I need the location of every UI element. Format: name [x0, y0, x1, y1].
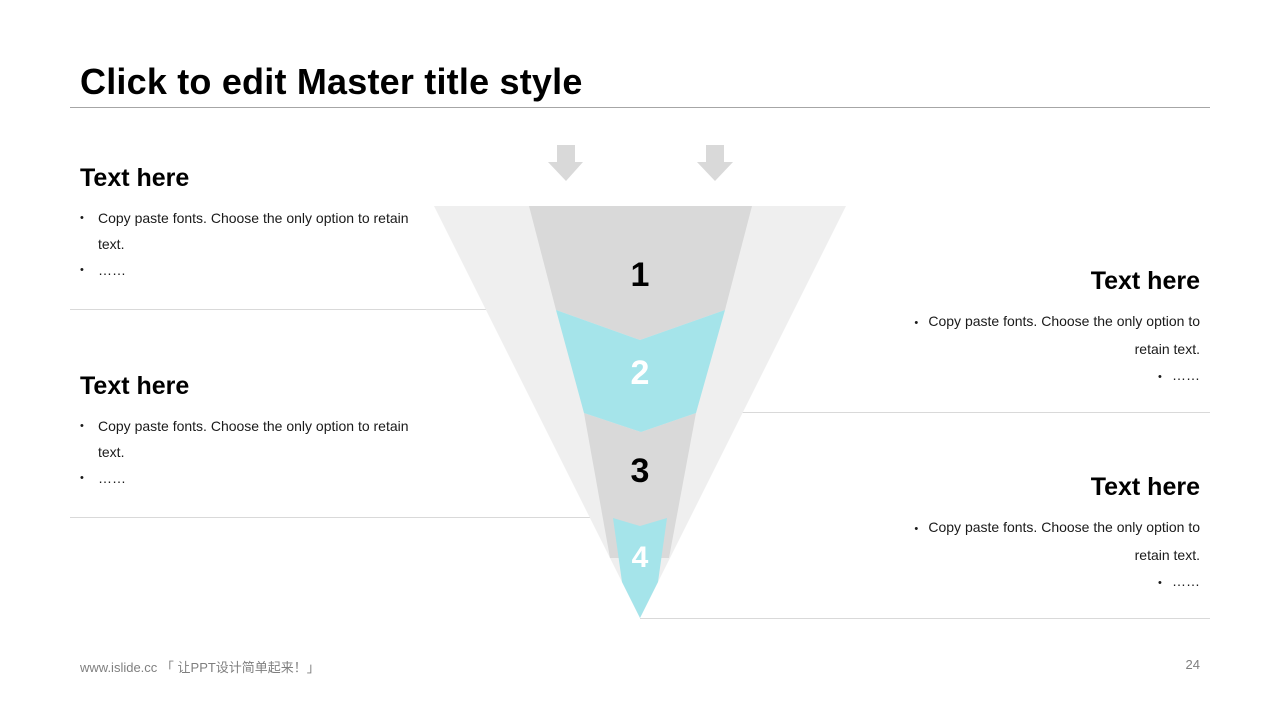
divider-left-1	[70, 309, 560, 310]
bullet-item[interactable]: ……	[80, 257, 410, 283]
bullet-list: Copy paste fonts. Choose the only option…	[80, 205, 410, 283]
arrow-down-icon	[697, 145, 733, 181]
bullet-item[interactable]: • Copy paste fonts. Choose the only optio…	[870, 514, 1200, 542]
text-block-left-top: Text here Copy paste fonts. Choose the o…	[80, 163, 410, 283]
text-block-right-top: Text here • Copy paste fonts. Choose the …	[870, 266, 1200, 390]
funnel-stage-2-label: 2	[631, 354, 650, 392]
bullet-item[interactable]: Copy paste fonts. Choose the only option…	[80, 413, 410, 465]
bullet-item[interactable]: ……	[80, 465, 410, 491]
bullet-dot: •	[1158, 577, 1162, 589]
bullet-item[interactable]: • ……	[870, 568, 1200, 596]
block-heading[interactable]: Text here	[1090, 473, 1200, 501]
block-heading[interactable]: Text here	[80, 372, 190, 400]
funnel-stage-2-shape	[556, 310, 725, 432]
block-heading[interactable]: Text here	[1090, 267, 1200, 295]
bullet-item-continued[interactable]: retain text.	[1134, 341, 1200, 357]
bullet-item[interactable]: Copy paste fonts. Choose the only option…	[80, 205, 410, 257]
arrow-down-icon	[548, 145, 583, 181]
funnel-stage-3-label: 3	[631, 452, 650, 490]
bullet-text: Copy paste fonts. Choose the only option…	[928, 313, 1200, 329]
footer-text: www.islide.cc 「 让PPT设计简单起来！」	[80, 660, 320, 675]
divider-left-2	[70, 517, 615, 518]
funnel-stage-4-shape	[613, 518, 667, 618]
divider-right-1	[695, 412, 1210, 413]
bullet-text: ……	[1172, 573, 1200, 589]
bullet-text: Copy paste fonts. Choose the only option…	[928, 519, 1200, 535]
bullet-list: • Copy paste fonts. Choose the only optio…	[870, 514, 1200, 596]
bullet-item[interactable]: • Copy paste fonts. Choose the only optio…	[870, 308, 1200, 336]
bullet-dot: •	[914, 523, 919, 535]
funnel-stage-1-shape	[529, 206, 752, 340]
funnel-stage-4-label: 4	[632, 541, 649, 574]
funnel-stage-1-label: 1	[631, 256, 650, 294]
bullet-list: • Copy paste fonts. Choose the only optio…	[870, 308, 1200, 390]
slide-title[interactable]: Click to edit Master title style	[80, 61, 583, 102]
bullet-text: ……	[1172, 367, 1200, 383]
bullet-dot: •	[914, 317, 919, 329]
divider-right-2	[640, 618, 1210, 619]
bullet-item-continued[interactable]: retain text.	[1134, 547, 1200, 563]
bullet-dot: •	[1158, 371, 1162, 383]
title-underline	[70, 107, 1210, 108]
block-heading[interactable]: Text here	[80, 164, 190, 192]
funnel-stage-3-shape	[584, 413, 696, 558]
bullet-list: Copy paste fonts. Choose the only option…	[80, 413, 410, 491]
text-block-right-bottom: Text here • Copy paste fonts. Choose the …	[870, 472, 1200, 596]
bullet-item[interactable]: • ……	[870, 362, 1200, 390]
text-block-left-bottom: Text here Copy paste fonts. Choose the o…	[80, 371, 410, 491]
page-number: 24	[1185, 657, 1200, 672]
